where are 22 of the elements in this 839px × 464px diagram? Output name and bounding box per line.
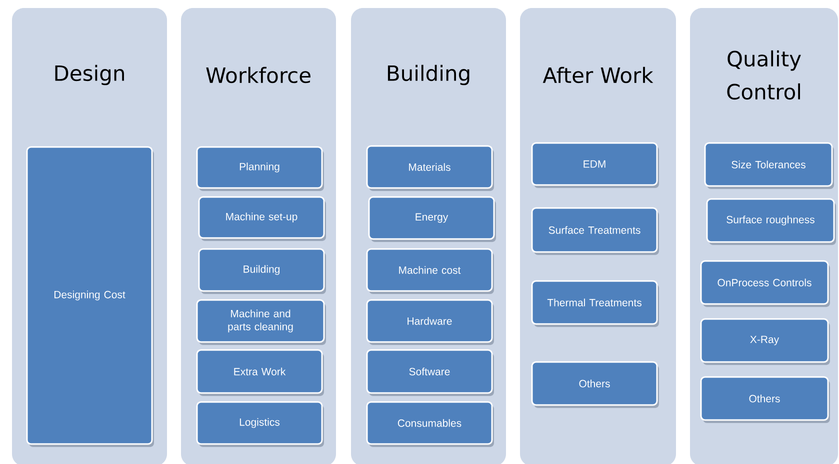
item-box: Extra Work	[196, 349, 324, 396]
item-box: OnProcess Controls	[700, 260, 830, 307]
item-box: Machine cost	[366, 248, 494, 294]
item-box: Machine set-up	[198, 196, 326, 241]
item-box: Machine and parts cleaning	[196, 299, 326, 345]
item-box: Consumables	[366, 401, 494, 447]
item-box: Thermal Treatments	[531, 280, 659, 327]
item-box: Software	[366, 349, 494, 396]
item-box: Energy	[368, 196, 496, 242]
item-box: Others	[700, 376, 830, 423]
item-box: Size Tolerances	[704, 142, 834, 189]
item-box: X-Ray	[700, 318, 830, 365]
item-box: EDM	[531, 142, 659, 188]
item-box: Others	[531, 361, 659, 408]
item-box: Surface roughness	[706, 198, 836, 245]
item-box: Hardware	[366, 299, 494, 345]
item-box: Logistics	[196, 401, 324, 447]
item-box: Building	[198, 248, 326, 294]
item-box: Designing Cost	[26, 146, 154, 447]
item-box: Materials	[366, 145, 494, 191]
item-box: Surface Treatments	[531, 207, 659, 255]
item-box: Planning	[196, 146, 324, 191]
